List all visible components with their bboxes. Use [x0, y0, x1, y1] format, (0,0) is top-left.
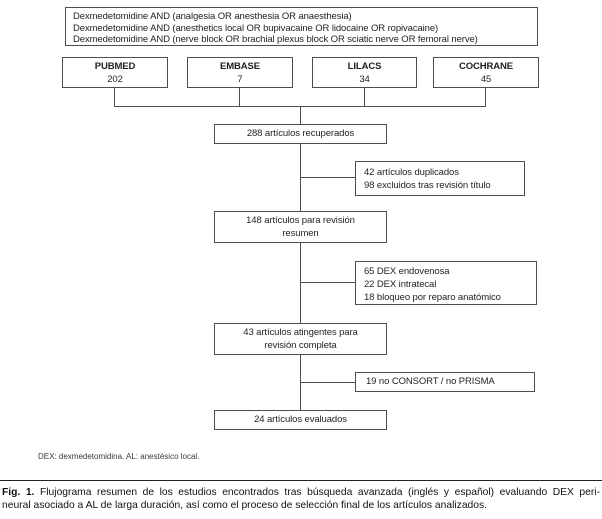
figure-caption: Fig. 1. Flujograma resumen de los estudi… [2, 486, 600, 512]
connector-down-to-retrieved [300, 106, 301, 124]
exclusion-line: 42 artículos duplicados [364, 167, 459, 178]
flow-box-full-review-line: revisión completa [264, 339, 337, 351]
exclusion-box-duplicates: 42 artículos duplicados 98 excluidos tra… [355, 161, 525, 196]
exclusion-line: 18 bloqueo por reparo anatómico [364, 292, 501, 303]
flow-box-title-review: 148 artículos para revisión resumen [214, 211, 387, 243]
exclusion-box-study-type: 65 DEX endovenosa 22 DEX intratecal 18 b… [355, 261, 537, 305]
database-box-cochrane: COCHRANE 45 [433, 57, 539, 88]
figure-caption-text: Flujograma resumen de los estudios encon… [39, 487, 601, 498]
search-strategy-line: Dexmedetomidine AND (nerve block OR brac… [73, 34, 478, 45]
connector-branch-consort [300, 382, 355, 383]
flow-box-retrieved-label: 288 artículos recuperados [246, 128, 355, 139]
database-count: 7 [237, 74, 243, 85]
flow-box-title-review-line: resumen [282, 227, 319, 239]
database-box-pubmed: PUBMED 202 [62, 57, 168, 88]
connector-stub-cochrane [485, 88, 486, 106]
exclusion-box-consort: 19 no CONSORT / no PRISMA [355, 372, 535, 392]
database-box-lilacs: LILACS 34 [312, 57, 417, 88]
flow-box-full-review-line: 43 artículos atingentes para [243, 327, 358, 338]
flow-box-retrieved: 288 artículos recuperados [214, 124, 387, 144]
connector-title-review-to-full-review [300, 243, 301, 323]
figure-caption-line2: neural asociado a AL de larga duración, … [2, 500, 488, 511]
exclusion-line: 22 DEX intratecal [364, 279, 437, 290]
flow-box-evaluated-label: 24 artículos evaluados [254, 414, 347, 425]
database-count: 202 [107, 74, 123, 85]
connector-stub-pubmed [114, 88, 115, 106]
database-name: COCHRANE [458, 61, 514, 72]
figure-caption-line1: Fig. 1. Flujograma resumen de los estudi… [2, 486, 600, 499]
abbreviations-footnote: DEX: dexmedetomidina. AL: anestésico loc… [38, 452, 200, 461]
exclusion-line: 65 DEX endovenosa [364, 266, 450, 277]
figure-caption-label: Fig. 1. [2, 487, 35, 498]
flow-box-title-review-line: 148 artículos para revisión [246, 215, 355, 226]
exclusion-line: 19 no CONSORT / no PRISMA [366, 376, 495, 387]
connector-stub-lilacs [364, 88, 365, 106]
flow-box-evaluated: 24 artículos evaluados [214, 410, 387, 430]
database-name: EMBASE [219, 61, 261, 72]
database-name: LILACS [347, 61, 382, 72]
flow-box-full-review: 43 artículos atingentes para revisión co… [214, 323, 387, 355]
database-count: 45 [480, 74, 492, 85]
search-strategy-line: Dexmedetomidine AND (anesthetics local O… [73, 22, 439, 34]
search-strategy-line: Dexmedetomidine AND (analgesia OR anesth… [73, 11, 352, 22]
caption-divider [0, 480, 602, 481]
connector-branch-study-type [300, 282, 355, 283]
connector-branch-duplicates [300, 177, 355, 178]
search-strategy-box: Dexmedetomidine AND (analgesia OR anesth… [65, 7, 538, 46]
database-box-embase: EMBASE 7 [187, 57, 293, 88]
connector-stub-embase [239, 88, 240, 106]
database-count: 34 [359, 74, 370, 85]
exclusion-line: 98 excluidos tras revisión título [364, 180, 491, 191]
database-name: PUBMED [94, 61, 136, 72]
